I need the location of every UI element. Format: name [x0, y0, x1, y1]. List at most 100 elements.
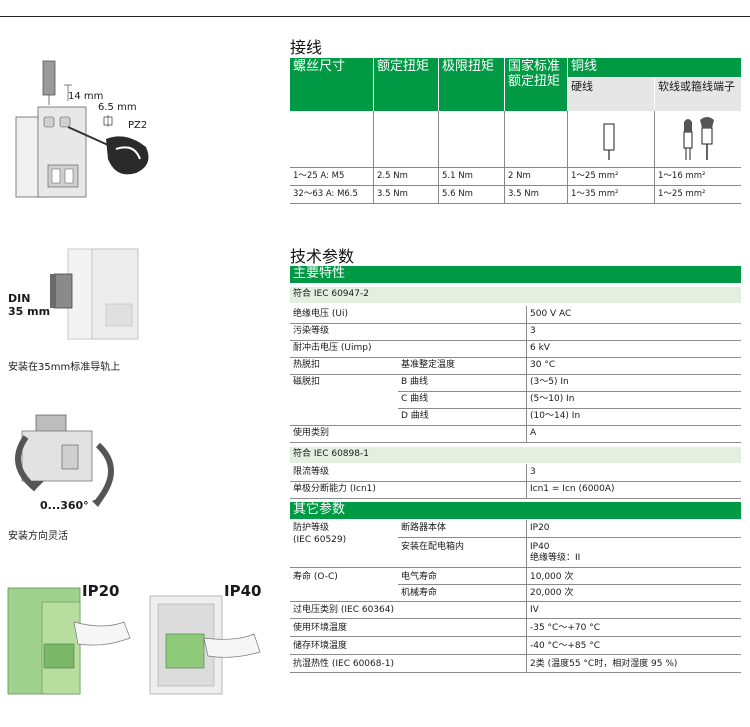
- row-pollution-label: 污染等级: [293, 326, 330, 336]
- row-line: [290, 618, 741, 619]
- row-life-sub2: 机械寿命: [401, 588, 438, 598]
- row1-soft: 1～16 mm²: [658, 171, 706, 181]
- row-protection-sub2: 安装在配电箱内: [401, 542, 465, 552]
- row-life-label: 寿命 (O-C): [293, 572, 338, 582]
- wiring-title: 接线: [290, 38, 323, 57]
- wiring-dim-14mm: 14 mm: [68, 91, 104, 102]
- ip20-label: IP20: [82, 582, 120, 600]
- row-line: [290, 185, 741, 186]
- row2-screw: 32～63 A: M6.5: [293, 189, 358, 199]
- row-line: [290, 498, 741, 499]
- header-copper: 铜线: [568, 58, 741, 77]
- standard-iec60947: 符合 IEC 60947-2: [290, 287, 741, 303]
- subheader-soft-wire: 软线或箍线端子: [655, 78, 741, 111]
- row-line: [290, 672, 741, 673]
- header-national-torque: 国家标准 额定扭矩: [505, 58, 567, 111]
- row1-screw: 1～25 A: M5: [293, 171, 345, 181]
- row-line: [290, 425, 741, 426]
- row-category-value: A: [530, 428, 537, 438]
- row-storage-temp-value: -40 °C～+85 °C: [530, 641, 600, 651]
- standard-iec60898: 符合 IEC 60898-1: [290, 447, 741, 463]
- group-other: 其它参数: [290, 502, 741, 519]
- row-line: [398, 391, 741, 392]
- row1-rated: 2.5 Nm: [377, 171, 408, 181]
- row-life-val2: 20,000 次: [530, 588, 574, 598]
- row-humidity-label: 抗湿热性 (IEC 60068-1): [293, 659, 394, 669]
- row-category-label: 使用类别: [293, 428, 330, 438]
- row-line: [398, 537, 741, 538]
- wiring-tool-pz2: PZ2: [128, 120, 148, 131]
- row-magnetic-b-sub: B 曲线: [401, 377, 429, 387]
- subheader-hard-wire: 硬线: [568, 78, 654, 111]
- row2-national: 3.5 Nm: [508, 189, 539, 199]
- row1-hard: 1～25 mm²: [571, 171, 619, 181]
- col-sep: [526, 306, 527, 442]
- row-breaking-label: 单极分断能力 (Icn1): [293, 484, 376, 494]
- row2-soft: 1～25 mm²: [658, 189, 706, 199]
- row-line: [290, 636, 741, 637]
- top-rule: [0, 16, 750, 17]
- din-label: DIN: [8, 292, 31, 305]
- row-thermal-value: 30 °C: [530, 360, 556, 370]
- row-line: [398, 408, 741, 409]
- row-breaking-value: Icn1 = Icn (6000A): [530, 484, 615, 494]
- row-protection-label-1: 防护等级: [293, 523, 330, 533]
- wiring-dim-6-5mm: 6.5 mm: [98, 102, 137, 113]
- din-caption: 安装在35mm标准导轨上: [8, 362, 121, 373]
- orientation-caption: 安装方向灵活: [8, 531, 68, 542]
- row-line: [290, 167, 741, 168]
- body-sep: [373, 111, 374, 203]
- row-line: [290, 442, 741, 443]
- header-national-line1: 国家标准: [508, 59, 561, 74]
- col-sep: [526, 520, 527, 672]
- hard-wire-icon: [603, 123, 615, 160]
- row2-hard: 1～35 mm²: [571, 189, 619, 199]
- row-magnetic-label: 磁脱扣: [293, 377, 321, 387]
- header-limit-torque: 极限扭矩: [439, 58, 504, 111]
- row-magnetic-b-value: (3～5) In: [530, 377, 569, 387]
- row-line: [290, 567, 741, 568]
- row-line: [290, 601, 741, 602]
- row-impulse-label: 耐冲击电压 (Uimp): [293, 343, 372, 353]
- orientation-illustration: [15, 414, 114, 507]
- row-magnetic-c-sub: C 曲线: [401, 394, 429, 404]
- wiring-screwdriver-illustration: [15, 60, 149, 198]
- header-sep: [567, 58, 568, 111]
- din-size-label: 35 mm: [8, 305, 51, 318]
- body-sep: [654, 111, 655, 203]
- row-thermal-sub: 基准整定温度: [401, 360, 456, 370]
- body-sep: [438, 111, 439, 203]
- body-sep: [504, 111, 505, 203]
- header-sep: [373, 58, 374, 111]
- row-insulation-value: 500 V AC: [530, 309, 572, 319]
- header-sep: [504, 58, 505, 111]
- row-magnetic-c-value: (5～10) In: [530, 394, 575, 404]
- row-operating-temp-label: 使用环境温度: [293, 623, 348, 633]
- header-rated-torque: 额定扭矩: [374, 58, 438, 111]
- row-magnetic-d-value: (10～14) In: [530, 411, 581, 421]
- row-thermal-label: 热脱扣: [293, 360, 321, 370]
- row-magnetic-d-sub: D 曲线: [401, 411, 429, 421]
- row-operating-temp-value: -35 °C～+70 °C: [530, 623, 600, 633]
- row-protection-val1: IP20: [530, 523, 550, 533]
- row-line: [290, 481, 741, 482]
- row-overvoltage-value: IV: [530, 605, 539, 615]
- header-national-line2: 额定扭矩: [508, 74, 561, 89]
- row-insulation-label: 绝缘电压 (Ui): [293, 309, 348, 319]
- row-line: [398, 584, 741, 585]
- row-impulse-value: 6 kV: [530, 343, 550, 353]
- row-pollution-value: 3: [530, 326, 536, 336]
- row-storage-temp-label: 储存环境温度: [293, 641, 348, 651]
- header-sep: [438, 58, 439, 111]
- row-limiting-value: 3: [530, 467, 536, 477]
- row-protection-val2-1: IP40: [530, 542, 550, 552]
- header-screw: 螺丝尺寸: [290, 58, 373, 111]
- row1-limit: 5.1 Nm: [442, 171, 473, 181]
- ip40-label: IP40: [224, 582, 262, 600]
- row-limiting-label: 限流等级: [293, 467, 330, 477]
- row2-limit: 5.6 Nm: [442, 189, 473, 199]
- din-rail-illustration: [50, 248, 139, 340]
- row-humidity-value: 2类 (温度55 °C时，相对湿度 95 %): [530, 659, 678, 669]
- row1-national: 2 Nm: [508, 171, 531, 181]
- body-sep: [567, 111, 568, 203]
